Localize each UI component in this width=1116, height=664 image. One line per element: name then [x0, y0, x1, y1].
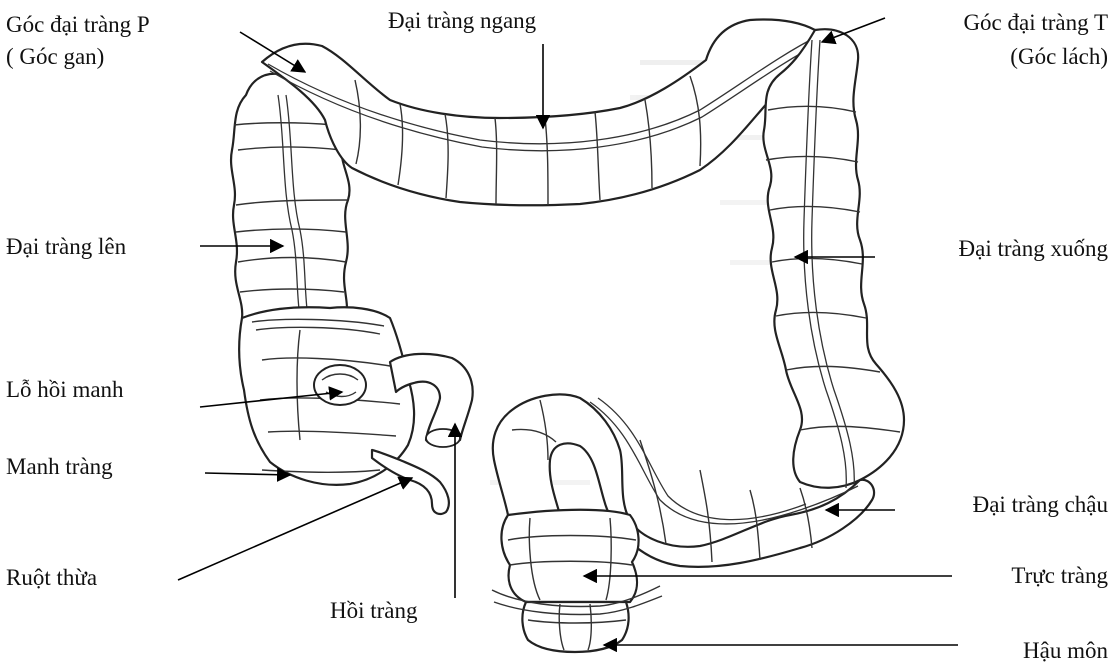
label-hepatic-flexure-2: ( Góc gan) — [6, 44, 104, 69]
ileocecal-valve-shape — [314, 365, 366, 405]
label-descending-colon: Đại tràng xuống — [959, 236, 1109, 261]
label-rectum: Trực tràng — [1011, 563, 1108, 588]
label-cecum: Manh tràng — [6, 454, 113, 479]
pointer-appendix — [178, 478, 412, 580]
appendix-shape — [372, 450, 449, 514]
label-splenic-flexure-2: (Góc lách) — [1010, 44, 1108, 69]
label-hepatic-flexure-1: Góc đại tràng P — [6, 12, 150, 37]
pointer-cecum — [205, 473, 290, 475]
label-ileocecal-valve: Lỗ hồi manh — [6, 377, 124, 402]
label-sigmoid-colon: Đại tràng chậu — [973, 492, 1109, 517]
label-transverse-colon: Đại tràng ngang — [388, 8, 537, 33]
descending-colon-shape — [763, 29, 904, 488]
label-anus: Hậu môn — [1023, 638, 1108, 663]
rectum-shape — [501, 510, 638, 602]
colon — [231, 19, 904, 652]
label-appendix: Ruột thừa — [6, 565, 97, 590]
label-ascending-colon: Đại tràng lên — [6, 234, 127, 259]
label-splenic-flexure-1: Góc đại tràng T — [963, 10, 1108, 35]
label-ileum: Hồi tràng — [330, 598, 418, 623]
